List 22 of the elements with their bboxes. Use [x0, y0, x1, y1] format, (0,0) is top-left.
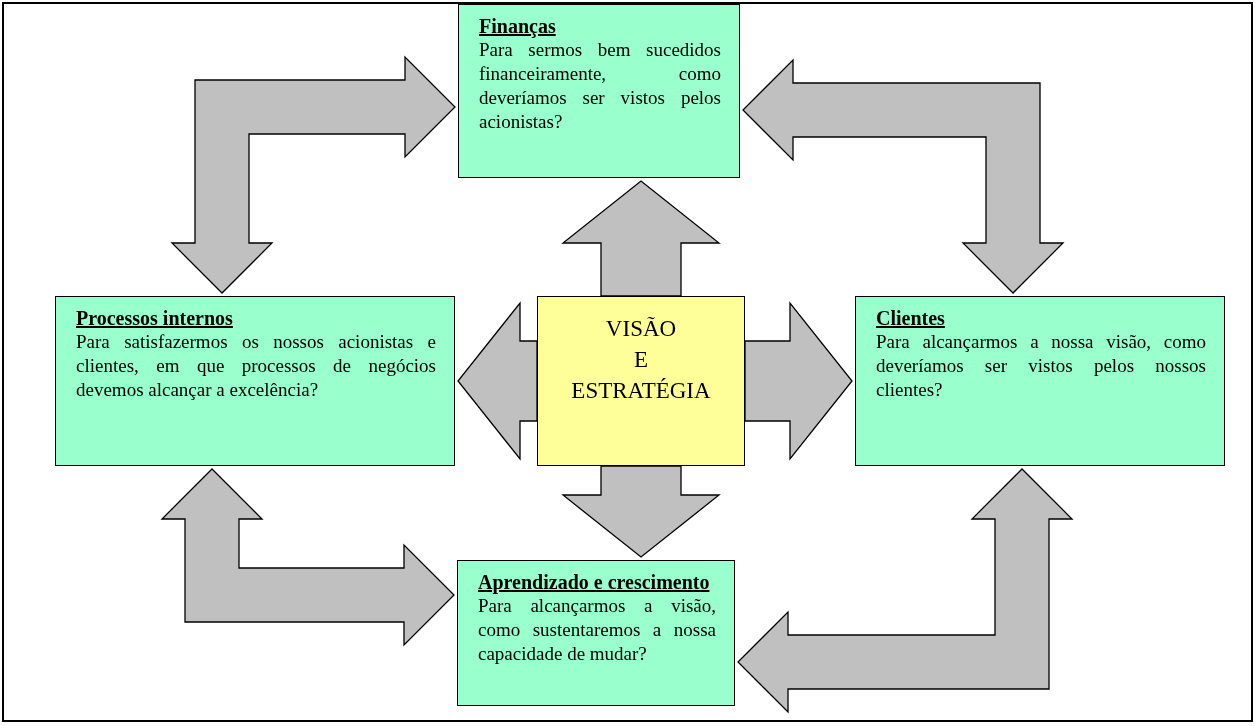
block-arrow — [561, 180, 721, 297]
perspective-box — [458, 4, 740, 178]
perspective-question: Para satisfazermos os nossos acionistas e clientes, em que processos de negócios devemos alcançar a excelência? — [76, 330, 436, 402]
perspective-question: Para alcançarmos a nossa visão, como deveríamos ser vistos pelos nossos clientes? — [876, 330, 1206, 402]
block-arrow — [561, 465, 721, 558]
block-arrow — [744, 301, 853, 461]
block-arrow — [742, 58, 1065, 294]
perspective-box — [457, 560, 735, 706]
perspective-heading: Finanças — [479, 15, 557, 38]
vision-box — [537, 296, 745, 466]
perspective-box — [55, 296, 455, 466]
block-arrow — [737, 468, 1074, 714]
perspective-question: Para sermos bem sucedidos financeiramente, como deveríamos ser vistos pelos acionistas? — [479, 38, 721, 134]
perspective-heading: Aprendizado e crescimento — [478, 571, 711, 594]
perspective-heading: Processos internos — [76, 307, 234, 330]
perspective-question: Para alcançarmos a visão, como sustentaremos a nossa capacidade de mudar? — [478, 594, 716, 666]
perspective-box — [855, 296, 1225, 466]
block-arrow — [457, 301, 538, 461]
perspective-heading: Clientes — [876, 307, 946, 330]
block-arrow — [170, 55, 456, 294]
vision-title: VISÃO E ESTRATÉGIA — [570, 315, 712, 405]
block-arrow — [160, 468, 455, 647]
